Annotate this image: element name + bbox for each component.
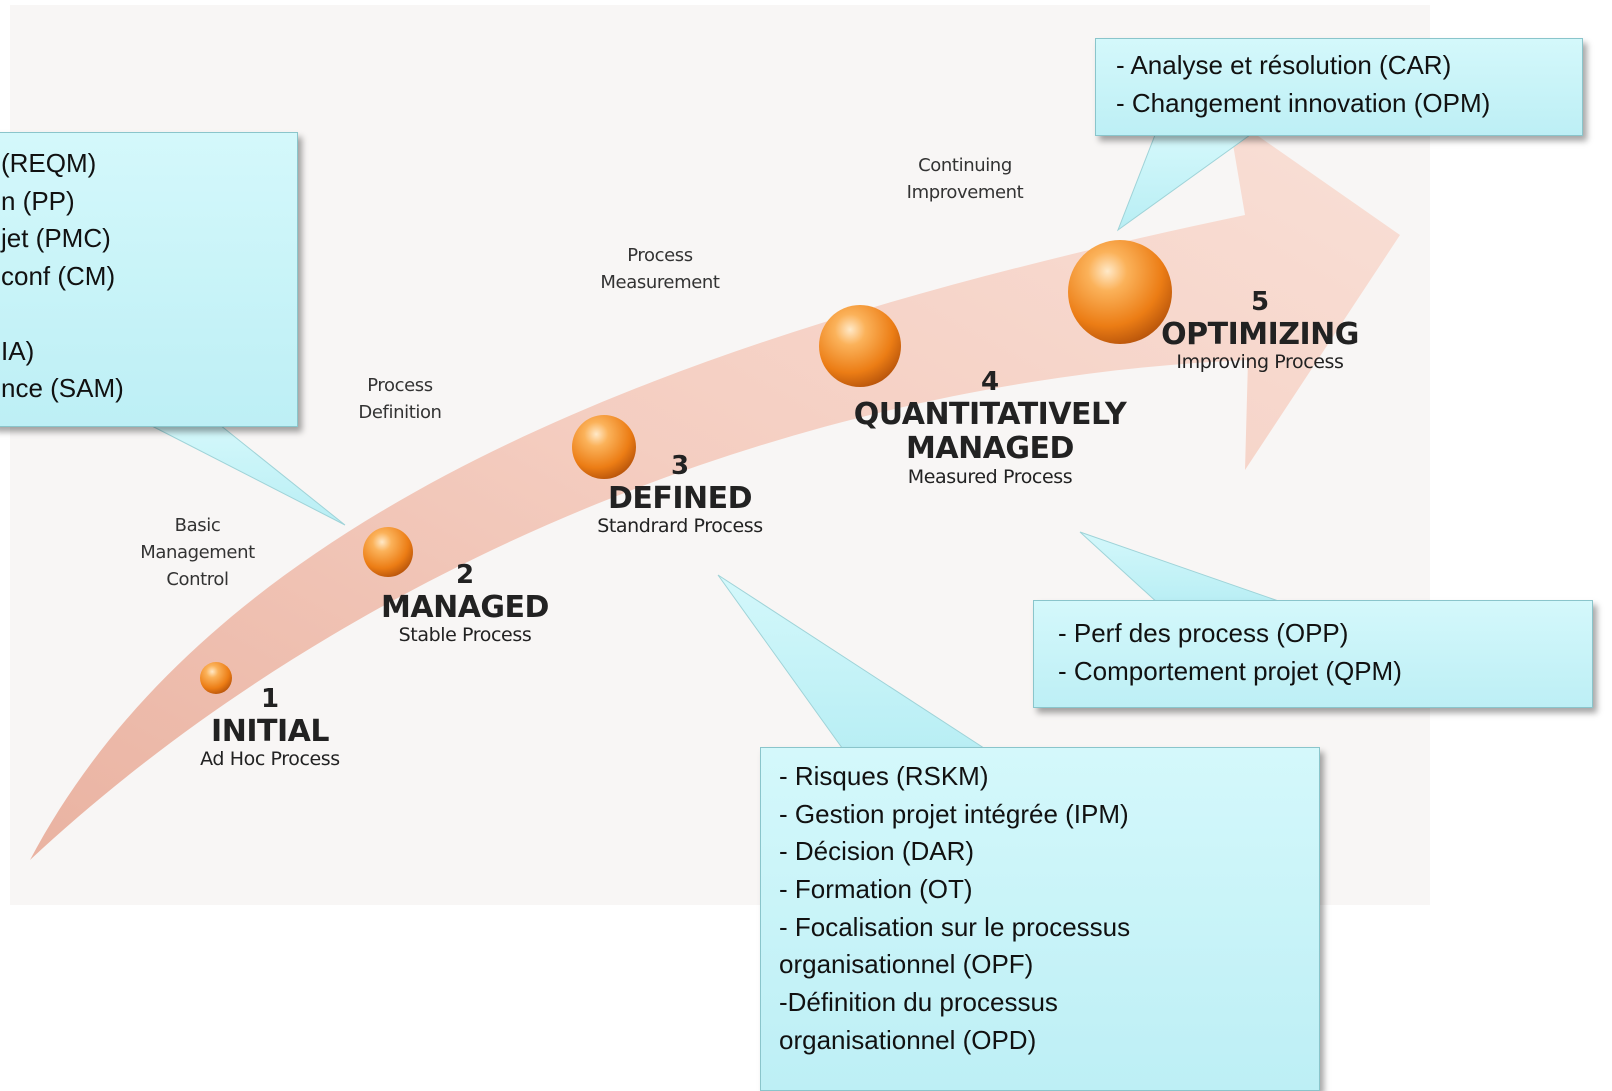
stage-name: MANAGED [381, 589, 549, 625]
callout-tail-level3 [717, 574, 992, 753]
callout-tail-level2 [149, 424, 346, 526]
stage-5-label: 5 OPTIMIZING Improving Process [1150, 287, 1370, 374]
callout-line: n (PP) [1, 185, 75, 216]
callout-line: conf (CM) [1, 261, 116, 292]
transition-process-definition: Process Definition [335, 372, 465, 426]
callout-line: - Analyse et résolution (CAR) [1116, 50, 1452, 80]
stage-number: 1 [260, 684, 280, 714]
callout-line: - Focalisation sur le processus [779, 911, 1131, 942]
callout-level5: - Analyse et résolution (CAR) - Changeme… [1095, 38, 1583, 136]
transition-basic-management: Basic Management Control [120, 512, 275, 593]
stage-3-label: 3 DEFINED Standrard Process [570, 451, 790, 538]
transition-line: Process [367, 375, 433, 396]
stage-number: 4 [980, 367, 1000, 397]
transition-line: Continuing [918, 155, 1012, 176]
stage-1-sphere [200, 662, 232, 694]
stage-2-sphere [363, 527, 413, 577]
transition-continuing-improvement: Continuing Improvement [885, 152, 1045, 206]
transition-line: Measurement [600, 272, 720, 293]
callout-line: organisationnel (OPF) [779, 949, 1034, 980]
transition-line: Management [140, 542, 255, 563]
callout-line: IA) [1, 335, 35, 366]
callout-line: nce (SAM) [1, 373, 124, 404]
callout-line: - Formation (OT) [779, 874, 973, 905]
stage-description: Ad Hoc Process [200, 748, 340, 771]
growth-arrow [30, 115, 1400, 860]
stage-2-label: 2 MANAGED Stable Process [350, 560, 580, 647]
stage-4-label: 4 QUANTITATIVELY MANAGED Measured Proces… [845, 367, 1135, 489]
callout-line: - Décision (DAR) [779, 836, 975, 867]
stage-description: Measured Process [907, 465, 1073, 488]
callout-line: (REQM) [1, 148, 97, 178]
callout-line: organisationnel (OPD) [779, 1024, 1037, 1055]
callout-tail-level4 [1079, 531, 1291, 606]
transition-line: Improvement [906, 182, 1024, 203]
stage-number: 2 [455, 560, 475, 590]
callout-line: - Perf des process (OPP) [1058, 618, 1349, 648]
stage-name: INITIAL [211, 713, 329, 749]
stage-5-sphere [1068, 240, 1172, 344]
stage-number: 5 [1250, 287, 1270, 317]
callout-line: -Définition du processus [779, 987, 1058, 1018]
callout-line: - Risques (RSKM) [779, 761, 989, 791]
stage-3-sphere [572, 415, 636, 479]
stage-name: QUANTITATIVELY [853, 396, 1127, 432]
transition-line: Control [166, 569, 229, 590]
callout-line [1, 296, 297, 333]
callout-level4: - Perf des process (OPP) - Comportement … [1033, 600, 1593, 708]
stage-description: Standrard Process [597, 515, 763, 538]
callout-line: - Gestion projet intégrée (IPM) [779, 798, 1129, 829]
callout-line: jet (PMC) [1, 223, 111, 254]
stage-name: DEFINED [607, 480, 753, 516]
transition-line: Basic [174, 515, 221, 536]
callout-level3: - Risques (RSKM) - Gestion projet intégr… [760, 747, 1320, 1091]
transition-process-measurement: Process Measurement [580, 242, 740, 296]
stage-1-label: 1 INITIAL Ad Hoc Process [165, 684, 375, 771]
transition-line: Process [627, 245, 693, 266]
callout-line: - Comportement projet (QPM) [1058, 655, 1402, 686]
callout-line: - Changement innovation (OPM) [1116, 87, 1491, 118]
transition-line: Definition [358, 402, 442, 423]
stage-name-line2: MANAGED [906, 431, 1074, 467]
stage-description: Improving Process [1176, 351, 1344, 374]
stage-number: 3 [670, 451, 690, 481]
callout-level2: (REQM) n (PP) jet (PMC) conf (CM) IA) nc… [0, 132, 298, 427]
stage-4-sphere [819, 305, 901, 387]
callout-tail-level5 [1116, 134, 1252, 232]
stage-description: Stable Process [398, 624, 532, 647]
stage-name: OPTIMIZING [1161, 316, 1359, 352]
